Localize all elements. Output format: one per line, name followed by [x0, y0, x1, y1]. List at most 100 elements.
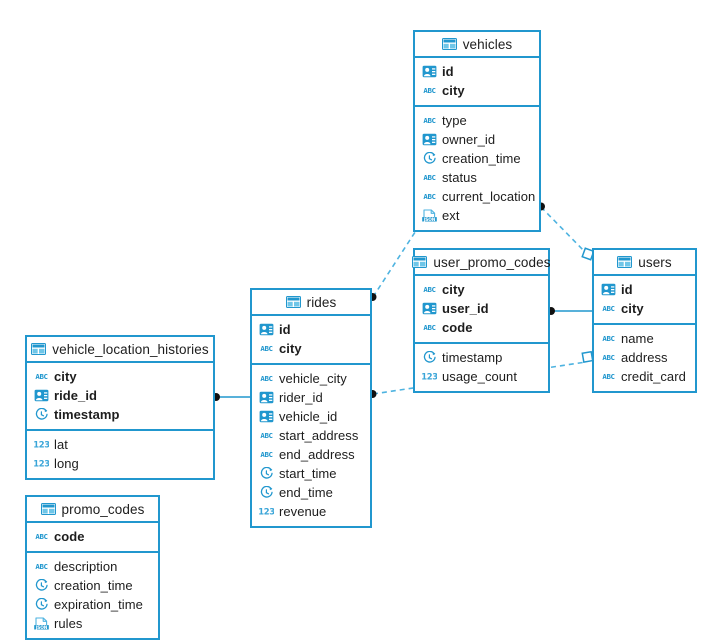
entity-header-vehicles[interactable]: vehicles [415, 32, 539, 58]
abc-type-icon: ABC [423, 192, 436, 201]
entity-header-rides[interactable]: rides [252, 290, 370, 316]
svg-text:ABC: ABC [260, 431, 272, 440]
table-icon [31, 343, 47, 355]
primary-key-group-user_promo_codes: ABC city user_id ABC code [415, 276, 548, 344]
field-row[interactable]: owner_id [415, 130, 539, 149]
id-badge-type-icon [422, 65, 437, 78]
field-row[interactable]: 123 usage_count [415, 367, 548, 386]
svg-text:ABC: ABC [35, 532, 47, 541]
field-row[interactable]: expiration_time [27, 595, 158, 614]
abc-type-icon: ABC [423, 116, 436, 125]
abc-type-icon: ABC [602, 334, 615, 343]
field-name: city [279, 341, 302, 356]
entity-table-rides[interactable]: rides id ABC city ABC vehicle_city rider… [250, 288, 372, 528]
field-row[interactable]: 123 revenue [252, 502, 370, 521]
clock-type-icon [35, 579, 48, 591]
field-row[interactable]: ABC code [27, 527, 158, 546]
field-row[interactable]: ABC city [415, 81, 539, 100]
table-icon [412, 256, 428, 268]
field-row[interactable]: ABC status [415, 168, 539, 187]
abc-type-icon: ABC [260, 344, 273, 353]
field-name: timestamp [442, 350, 503, 365]
abc-type-icon: ABC [602, 304, 615, 313]
field-row[interactable]: ABC address [594, 348, 695, 367]
entity-title: vehicles [462, 36, 513, 52]
relationship-userpromocodes-users[interactable] [547, 307, 593, 315]
field-row[interactable]: ABC city [594, 299, 695, 318]
svg-text:ABC: ABC [260, 374, 272, 383]
field-row[interactable]: ride_id [27, 386, 213, 405]
field-name: city [442, 83, 465, 98]
entity-header-user_promo_codes[interactable]: user_promo_codes [412, 250, 550, 276]
entity-table-users[interactable]: users id ABC city ABC name ABC address A… [592, 248, 697, 393]
primary-key-group-users: id ABC city [594, 276, 695, 325]
field-row[interactable]: ABC end_address [252, 445, 370, 464]
field-row[interactable]: ABC current_location [415, 187, 539, 206]
field-row[interactable]: creation_time [415, 149, 539, 168]
field-name: credit_card [621, 369, 686, 384]
field-row[interactable]: 123 long [27, 454, 213, 473]
svg-text:ABC: ABC [35, 372, 47, 381]
abc-type-icon: ABC [260, 450, 273, 459]
field-name: start_address [279, 428, 359, 443]
entity-header-users[interactable]: users [594, 250, 695, 276]
field-row[interactable]: rider_id [252, 388, 370, 407]
svg-text:ABC: ABC [602, 372, 614, 381]
svg-text:ABC: ABC [602, 304, 614, 313]
clock-type-icon [423, 152, 436, 164]
field-row[interactable]: start_time [252, 464, 370, 483]
svg-text:ABC: ABC [423, 116, 435, 125]
field-row[interactable]: timestamp [27, 405, 213, 424]
column-group-vehicles: ABC type owner_id creation_time ABC stat… [415, 107, 539, 230]
svg-text:123: 123 [422, 372, 437, 382]
entity-table-promo_codes[interactable]: promo_codes ABC code ABC description cre… [25, 495, 160, 640]
field-name: rider_id [279, 390, 323, 405]
field-row[interactable]: timestamp [415, 348, 548, 367]
field-name: city [442, 282, 465, 297]
field-row[interactable]: id [252, 320, 370, 339]
field-row[interactable]: JSON ext [415, 206, 539, 225]
relationship-vlh-rides[interactable] [212, 393, 251, 401]
field-row[interactable]: ABC type [415, 111, 539, 130]
id-badge-type-icon [259, 391, 274, 404]
field-row[interactable]: ABC description [27, 557, 158, 576]
field-row[interactable]: ABC name [594, 329, 695, 348]
field-name: timestamp [54, 407, 120, 422]
field-row[interactable]: ABC code [415, 318, 548, 337]
abc-type-icon: ABC [260, 374, 273, 383]
field-row[interactable]: id [594, 280, 695, 299]
field-row[interactable]: JSON rules [27, 614, 158, 633]
column-group-users: ABC name ABC address ABC credit_card [594, 325, 695, 391]
id-badge-type-icon [259, 410, 274, 423]
field-row[interactable]: ABC city [415, 280, 548, 299]
field-row[interactable]: ABC city [27, 367, 213, 386]
field-name: ride_id [54, 388, 97, 403]
field-name: owner_id [442, 132, 496, 147]
entity-header-promo_codes[interactable]: promo_codes [27, 497, 158, 523]
primary-key-group-rides: id ABC city [252, 316, 370, 365]
table-icon [285, 296, 301, 308]
field-row[interactable]: ABC credit_card [594, 367, 695, 386]
field-row[interactable]: 123 lat [27, 435, 213, 454]
field-name: city [621, 301, 644, 316]
field-row[interactable]: ABC vehicle_city [252, 369, 370, 388]
svg-text:ABC: ABC [423, 323, 435, 332]
field-row[interactable]: ABC start_address [252, 426, 370, 445]
field-row[interactable]: end_time [252, 483, 370, 502]
field-name: long [54, 456, 79, 471]
entity-table-user_promo_codes[interactable]: user_promo_codes ABC city user_id ABC co… [412, 248, 550, 393]
svg-text:ABC: ABC [260, 450, 272, 459]
field-row[interactable]: user_id [415, 299, 548, 318]
field-row[interactable]: id [415, 62, 539, 81]
svg-text:123: 123 [259, 507, 274, 517]
field-row[interactable]: creation_time [27, 576, 158, 595]
entity-table-vehicles[interactable]: vehicles id ABC city ABC type owner_id c… [413, 30, 541, 232]
123-type-icon: 123 [422, 372, 437, 382]
entity-table-vehicle_location_histories[interactable]: vehicle_location_histories ABC city ride… [25, 335, 215, 480]
column-group-user_promo_codes: timestamp 123 usage_count [415, 344, 548, 391]
field-row[interactable]: ABC city [252, 339, 370, 358]
field-row[interactable]: vehicle_id [252, 407, 370, 426]
clock-type-icon [423, 351, 436, 363]
entity-header-vehicle_location_histories[interactable]: vehicle_location_histories [27, 337, 213, 363]
